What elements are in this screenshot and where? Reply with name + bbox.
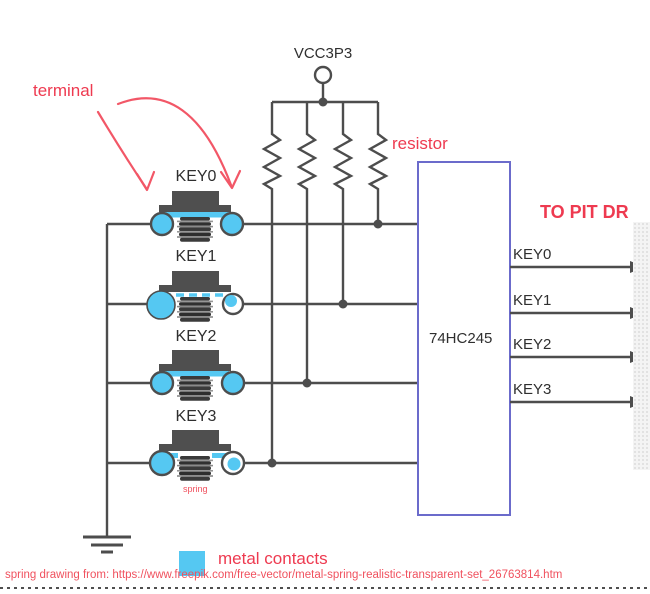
terminal-annotation-arrows xyxy=(96,97,242,192)
to-pit-dr-label: TO PIT DR xyxy=(540,202,629,222)
metal-contact-swatch xyxy=(179,551,205,576)
key3-switch xyxy=(148,430,246,481)
chip-label: 74HC245 xyxy=(429,330,493,347)
chip-74hc245 xyxy=(417,161,511,516)
bottom-dotted-border xyxy=(0,587,650,589)
ground-bus xyxy=(83,224,131,554)
resistor-4 xyxy=(367,102,389,224)
resistor-2 xyxy=(296,102,318,383)
key1-label: KEY1 xyxy=(175,248,217,265)
key0-spring xyxy=(177,217,213,242)
output-key1-label: KEY1 xyxy=(513,292,552,309)
vcc-label: VCC3P3 xyxy=(293,45,353,62)
spring-label: spring xyxy=(183,484,208,494)
vcc-node xyxy=(272,65,378,107)
key1-spring xyxy=(177,297,213,322)
output-key0-label: KEY0 xyxy=(513,246,552,263)
metal-contacts-label: metal contacts xyxy=(218,549,328,568)
terminal-label: terminal xyxy=(33,81,94,100)
key0-label: KEY0 xyxy=(175,168,217,185)
right-edge-strip xyxy=(633,222,650,470)
key3-label: KEY3 xyxy=(175,408,217,425)
key2-spring xyxy=(177,376,213,401)
credit-line: spring drawing from: https://www.freepik… xyxy=(5,569,563,581)
resistor-label: resistor xyxy=(392,134,448,153)
output-key2-label: KEY2 xyxy=(513,336,552,353)
key3-spring xyxy=(177,456,213,481)
key0-switch xyxy=(149,191,245,242)
key2-switch xyxy=(149,350,246,401)
output-key3-label: KEY3 xyxy=(513,381,552,398)
key2-label: KEY2 xyxy=(175,328,217,345)
row-wires xyxy=(107,219,418,468)
resistor-3 xyxy=(332,102,354,304)
key1-switch xyxy=(146,271,245,322)
resistor-1 xyxy=(261,102,283,463)
